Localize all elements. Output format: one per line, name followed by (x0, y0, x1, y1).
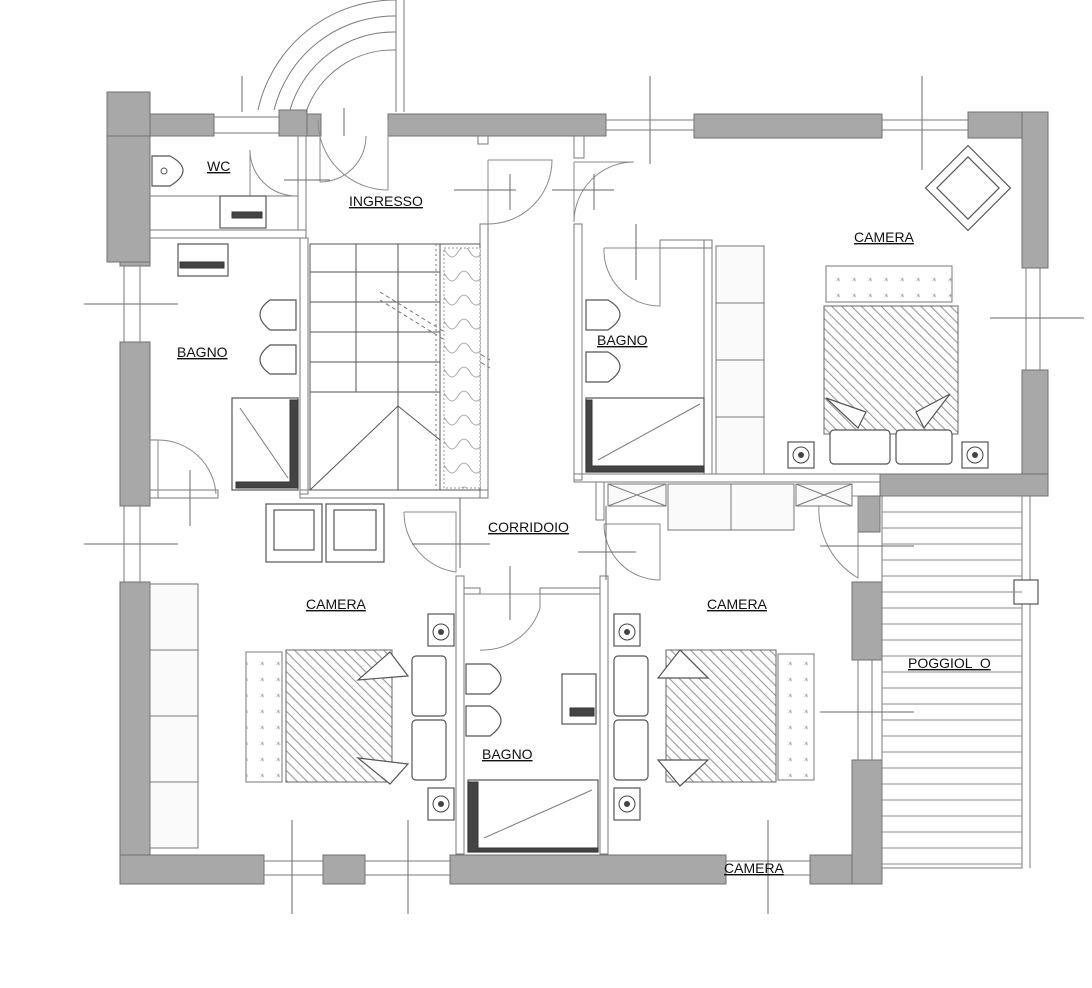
label-poggiolo: POGGIOL O (908, 655, 991, 671)
label-bagno-left: BAGNO (177, 344, 228, 360)
label-ingresso: INGRESSO (349, 193, 423, 209)
beds (245, 265, 959, 787)
armchairs (265, 144, 1012, 563)
label-corridoio: CORRIDOIO (488, 519, 569, 535)
room-labels: WC INGRESSO BAGNO BAGNO CAMERA CORRIDOIO… (177, 158, 991, 876)
deck-lines (882, 511, 1022, 865)
balcony-decking (881, 495, 1039, 869)
label-camera-top-right: CAMERA (854, 229, 915, 245)
fixtures (151, 155, 705, 853)
label-camera-bottom-right: CAMERA (724, 860, 785, 876)
entrance-steps (257, 0, 405, 113)
wardrobes (149, 245, 853, 849)
label-wc: WC (207, 158, 230, 174)
label-bagno-right: BAGNO (597, 332, 648, 348)
exterior-walls (106, 91, 1049, 885)
label-camera-bottom-left: CAMERA (306, 596, 367, 612)
staircase (309, 243, 491, 491)
label-bagno-center: BAGNO (482, 746, 533, 762)
label-camera-bottom-center: CAMERA (707, 596, 768, 612)
doors (157, 119, 859, 651)
axis-lines (84, 76, 1084, 914)
bedside-lamps (427, 441, 989, 821)
